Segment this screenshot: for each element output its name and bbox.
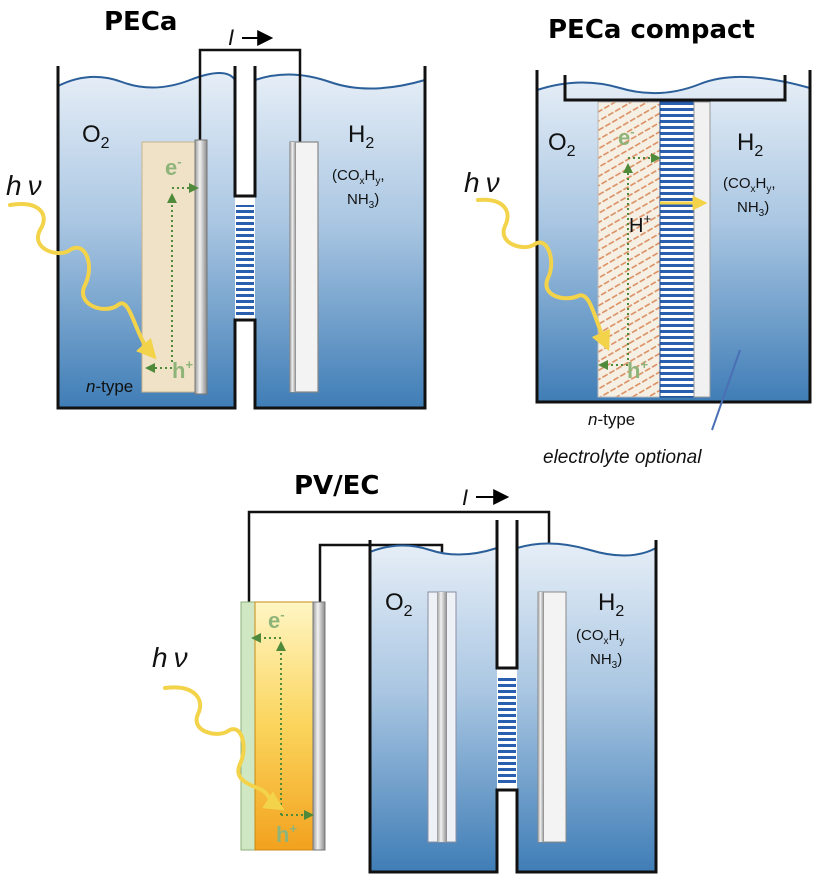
compact-electrolyte-note: electrolyte optional xyxy=(543,447,702,468)
pvec-hydrogen-label: H2 xyxy=(598,589,624,620)
peca-membrane xyxy=(236,205,254,317)
title-pv-ec: PV/EC xyxy=(294,471,380,501)
peca-container xyxy=(56,66,427,410)
pvec-pv-front-layer xyxy=(240,601,256,851)
peca-hydrogen-label: H2 xyxy=(348,121,374,152)
pvec-hole-label: h+ xyxy=(276,821,297,847)
peca-electron-label: e- xyxy=(165,154,182,180)
svg-text:I: I xyxy=(228,25,234,50)
pvec-current-indicator: I xyxy=(462,485,510,510)
svg-text:I: I xyxy=(462,485,468,510)
pvec-container xyxy=(368,540,658,874)
compact-electron-label: e- xyxy=(618,124,635,150)
peca-n-type-label: n-type xyxy=(86,377,133,396)
peca-carrier-arrows xyxy=(145,183,199,373)
svg-text:NH3): NH3) xyxy=(737,199,769,219)
compact-carrier-arrows xyxy=(598,153,708,370)
compact-oxygen-label: O2 xyxy=(548,129,576,160)
pvec-divider xyxy=(495,520,519,670)
panel-peca: PECa I e- h+ O2 xyxy=(6,7,427,410)
compact-hydrogen-label: H2 xyxy=(737,129,763,160)
svg-text:NH3): NH3) xyxy=(347,191,379,211)
peca-alt-products: (COxHy, xyxy=(332,167,385,187)
pvec-pv-back-contact xyxy=(312,601,326,851)
peca-wire xyxy=(198,48,302,145)
compact-photon-wave xyxy=(476,197,610,352)
panel-peca-compact: PECa compact e- h+ H+ O2 H2 (COxHy, NH3)… xyxy=(464,15,812,468)
peca-anode-contact xyxy=(194,139,208,395)
compact-alt-products: (COxHy, xyxy=(723,175,776,195)
title-peca: PECa xyxy=(104,7,177,37)
pvec-membrane xyxy=(498,676,516,786)
pvec-carrier-arrows xyxy=(251,633,314,820)
compact-proton-label: H+ xyxy=(629,211,651,237)
compact-membrane xyxy=(659,101,695,398)
peca-divider xyxy=(233,66,257,198)
compact-container xyxy=(535,70,812,404)
compact-n-type-label: n-type xyxy=(588,410,635,429)
peca-photon-wave xyxy=(8,202,157,360)
compact-electrolyte-pointer xyxy=(711,349,741,431)
compact-cathode xyxy=(693,101,711,398)
compact-hole-label: h+ xyxy=(627,357,648,383)
peca-hole-label: h+ xyxy=(172,357,193,383)
peca-current-indicator: I xyxy=(228,25,274,50)
peca-oxygen-label: O2 xyxy=(82,121,110,152)
svg-text:NH3): NH3) xyxy=(590,651,622,671)
pvec-alt-products: (COxHy xyxy=(576,627,624,647)
pvec-photon-wave xyxy=(163,685,285,811)
pvec-electron-label: e- xyxy=(268,607,285,633)
pvec-pv-cell xyxy=(254,601,314,851)
title-peca-compact: PECa compact xyxy=(548,15,755,45)
pvec-oxygen-label: O2 xyxy=(385,589,413,620)
compact-clamp xyxy=(563,75,787,102)
